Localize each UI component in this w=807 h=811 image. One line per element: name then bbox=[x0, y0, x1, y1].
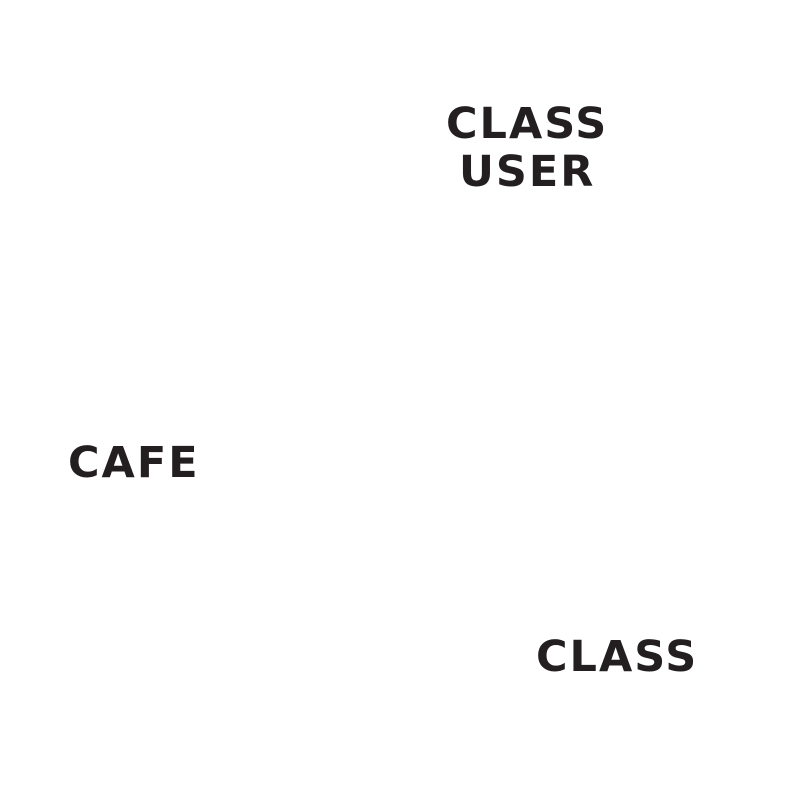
class-label: CLASS bbox=[536, 632, 699, 682]
class-user-label: CLASS USER bbox=[446, 100, 608, 196]
cafe-label: CAFE bbox=[68, 438, 200, 488]
class-user-line-1: CLASS bbox=[446, 99, 609, 149]
class-user-line-2: USER bbox=[458, 147, 596, 197]
